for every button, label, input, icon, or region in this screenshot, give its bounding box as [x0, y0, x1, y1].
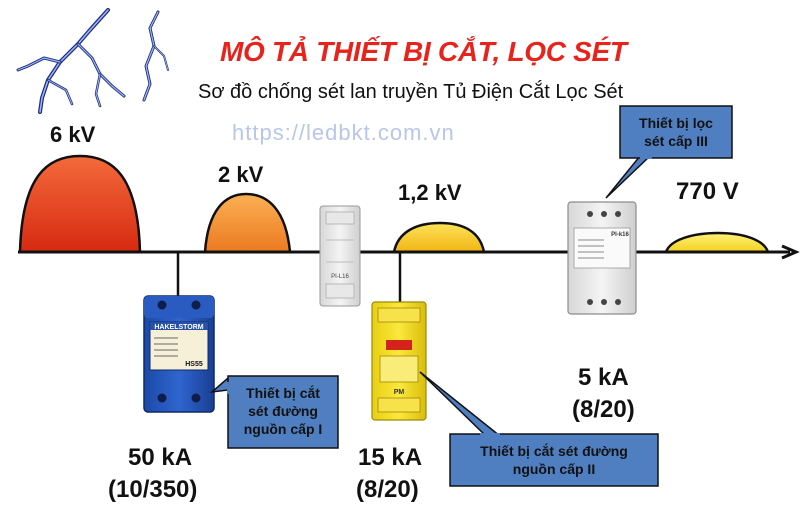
device-class1-brand: HAKELSTORM	[154, 324, 203, 331]
current-value-class1: 50 kA	[128, 444, 193, 471]
callout-class2-line: Thiết bị cắt sét đường	[480, 443, 628, 459]
current-wave-class3: (8/20)	[572, 396, 635, 423]
callout-class3	[605, 105, 733, 199]
page-subtitle: Sơ đồ chống sét lan truyền Tủ Điện Cắt L…	[198, 81, 624, 103]
callout-class3-text: Thiết bị lọc sét cấp III	[620, 114, 732, 150]
device-class1-model: HS55	[185, 361, 203, 368]
current-value-class2: 15 kA	[358, 444, 423, 471]
device-small-model: PI-L16	[331, 274, 349, 280]
callout-class2	[419, 371, 659, 487]
device-class2-model: PM	[394, 389, 405, 396]
pulse-1-2kv	[392, 221, 486, 254]
watermark-url: https://ledbkt.com.vn	[232, 120, 455, 145]
device-small-white	[319, 205, 361, 307]
page-title: MÔ TẢ THIẾT BỊ CẮT, LỌC SÉT	[220, 36, 627, 67]
device-class1	[143, 295, 215, 413]
voltage-label-6kv: 6 kV	[50, 122, 96, 147]
callout-class1-line: Thiết bị cắt	[246, 385, 320, 401]
callout-class1-text: Thiết bị cắt sét đường nguồn cấp I	[228, 384, 338, 438]
voltage-label-2kv: 2 kV	[218, 162, 264, 187]
callout-class1-line: nguồn cấp I	[243, 421, 323, 437]
device-class3-model: PI-k16	[611, 232, 629, 238]
device-class3	[567, 201, 637, 315]
current-value-class3: 5 kA	[578, 364, 629, 391]
callout-class1-line: sét đường	[248, 403, 318, 419]
callout-class2-text: Thiết bị cắt sét đường nguồn cấp II	[450, 442, 658, 478]
callout-class2-line: nguồn cấp II	[512, 461, 596, 477]
current-wave-class2: (8/20)	[356, 476, 419, 503]
pulse-770v	[664, 231, 770, 254]
current-wave-class1: (10/350)	[108, 476, 198, 503]
timeline-arrow-icon	[781, 244, 800, 260]
device-class2	[371, 301, 427, 421]
lightning-icon	[16, 8, 169, 114]
voltage-label-1-2kv: 1,2 kV	[398, 180, 462, 205]
voltage-label-770v: 770 V	[676, 178, 739, 205]
callout-class3-line: sét cấp III	[644, 133, 708, 149]
pulse-2kv	[203, 192, 292, 254]
callout-class1	[209, 375, 339, 449]
pulse-6kv	[18, 154, 142, 254]
callout-class3-line: Thiết bị lọc	[639, 115, 713, 131]
